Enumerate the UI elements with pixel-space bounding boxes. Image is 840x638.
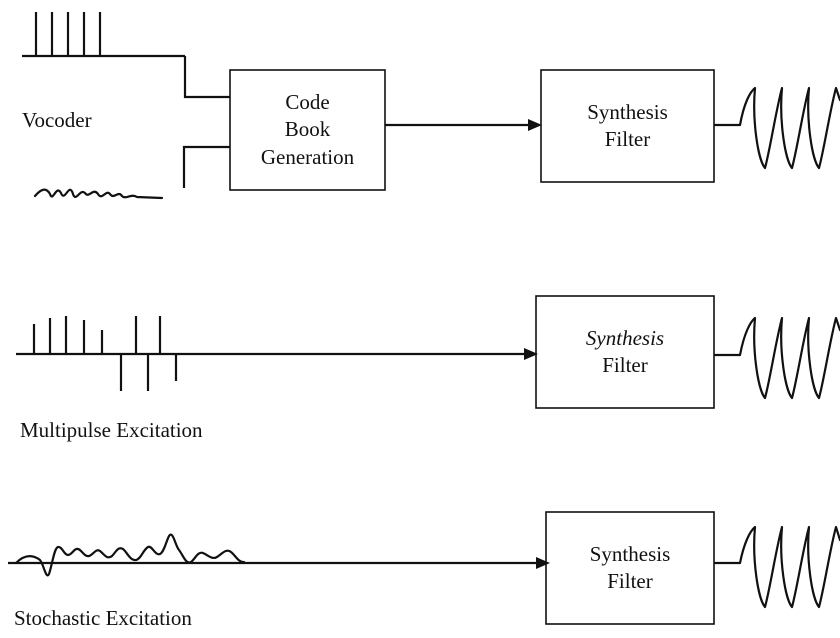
multipulse-label: Multipulse Excitation [20, 418, 203, 442]
vocoder-noise-signal [33, 145, 230, 200]
code-book-line-1: Code [285, 90, 330, 115]
arrowhead [524, 348, 538, 360]
multipulse-row [16, 295, 840, 409]
multipulse-pulses-signal [16, 316, 530, 391]
filter-2-line-1: Synthesis [585, 325, 665, 350]
synthesis-filter-label-3: Synthesis Filter [546, 512, 714, 624]
filter-3-line-2: Filter [607, 569, 653, 593]
filter-1-line-1: Synthesis [587, 99, 668, 124]
code-book-line-3: Generation [260, 144, 355, 169]
vocoder-output-signal [714, 86, 840, 170]
filter-2-line-2: Filter [602, 353, 648, 377]
vocoder-pulse-train-signal [22, 12, 230, 99]
arrowhead [536, 557, 550, 569]
filter-3-line-1: Synthesis [589, 541, 671, 566]
multipulse-output-signal [714, 316, 840, 400]
stochastic-noise-signal [8, 533, 540, 577]
code-book-generation-label: Code Book Generation [230, 70, 385, 190]
synthesis-filter-block-3 [545, 511, 715, 625]
synthesis-filter-label-1: Synthesis Filter [541, 70, 714, 182]
arrowhead [528, 119, 542, 131]
vocoder-row [22, 12, 840, 200]
code-book-line-2: Book [284, 117, 331, 142]
stochastic-output-signal [714, 525, 840, 609]
filter-1-line-2: Filter [604, 127, 651, 151]
vocoder-label: Vocoder [22, 108, 92, 132]
code-book-generation-block [229, 69, 386, 191]
synthesis-filter-block-2 [535, 295, 715, 409]
stochastic-label: Stochastic Excitation [14, 606, 192, 630]
synthesis-filter-label-2: Synthesis Filter [536, 296, 714, 408]
stochastic-row [8, 511, 840, 625]
